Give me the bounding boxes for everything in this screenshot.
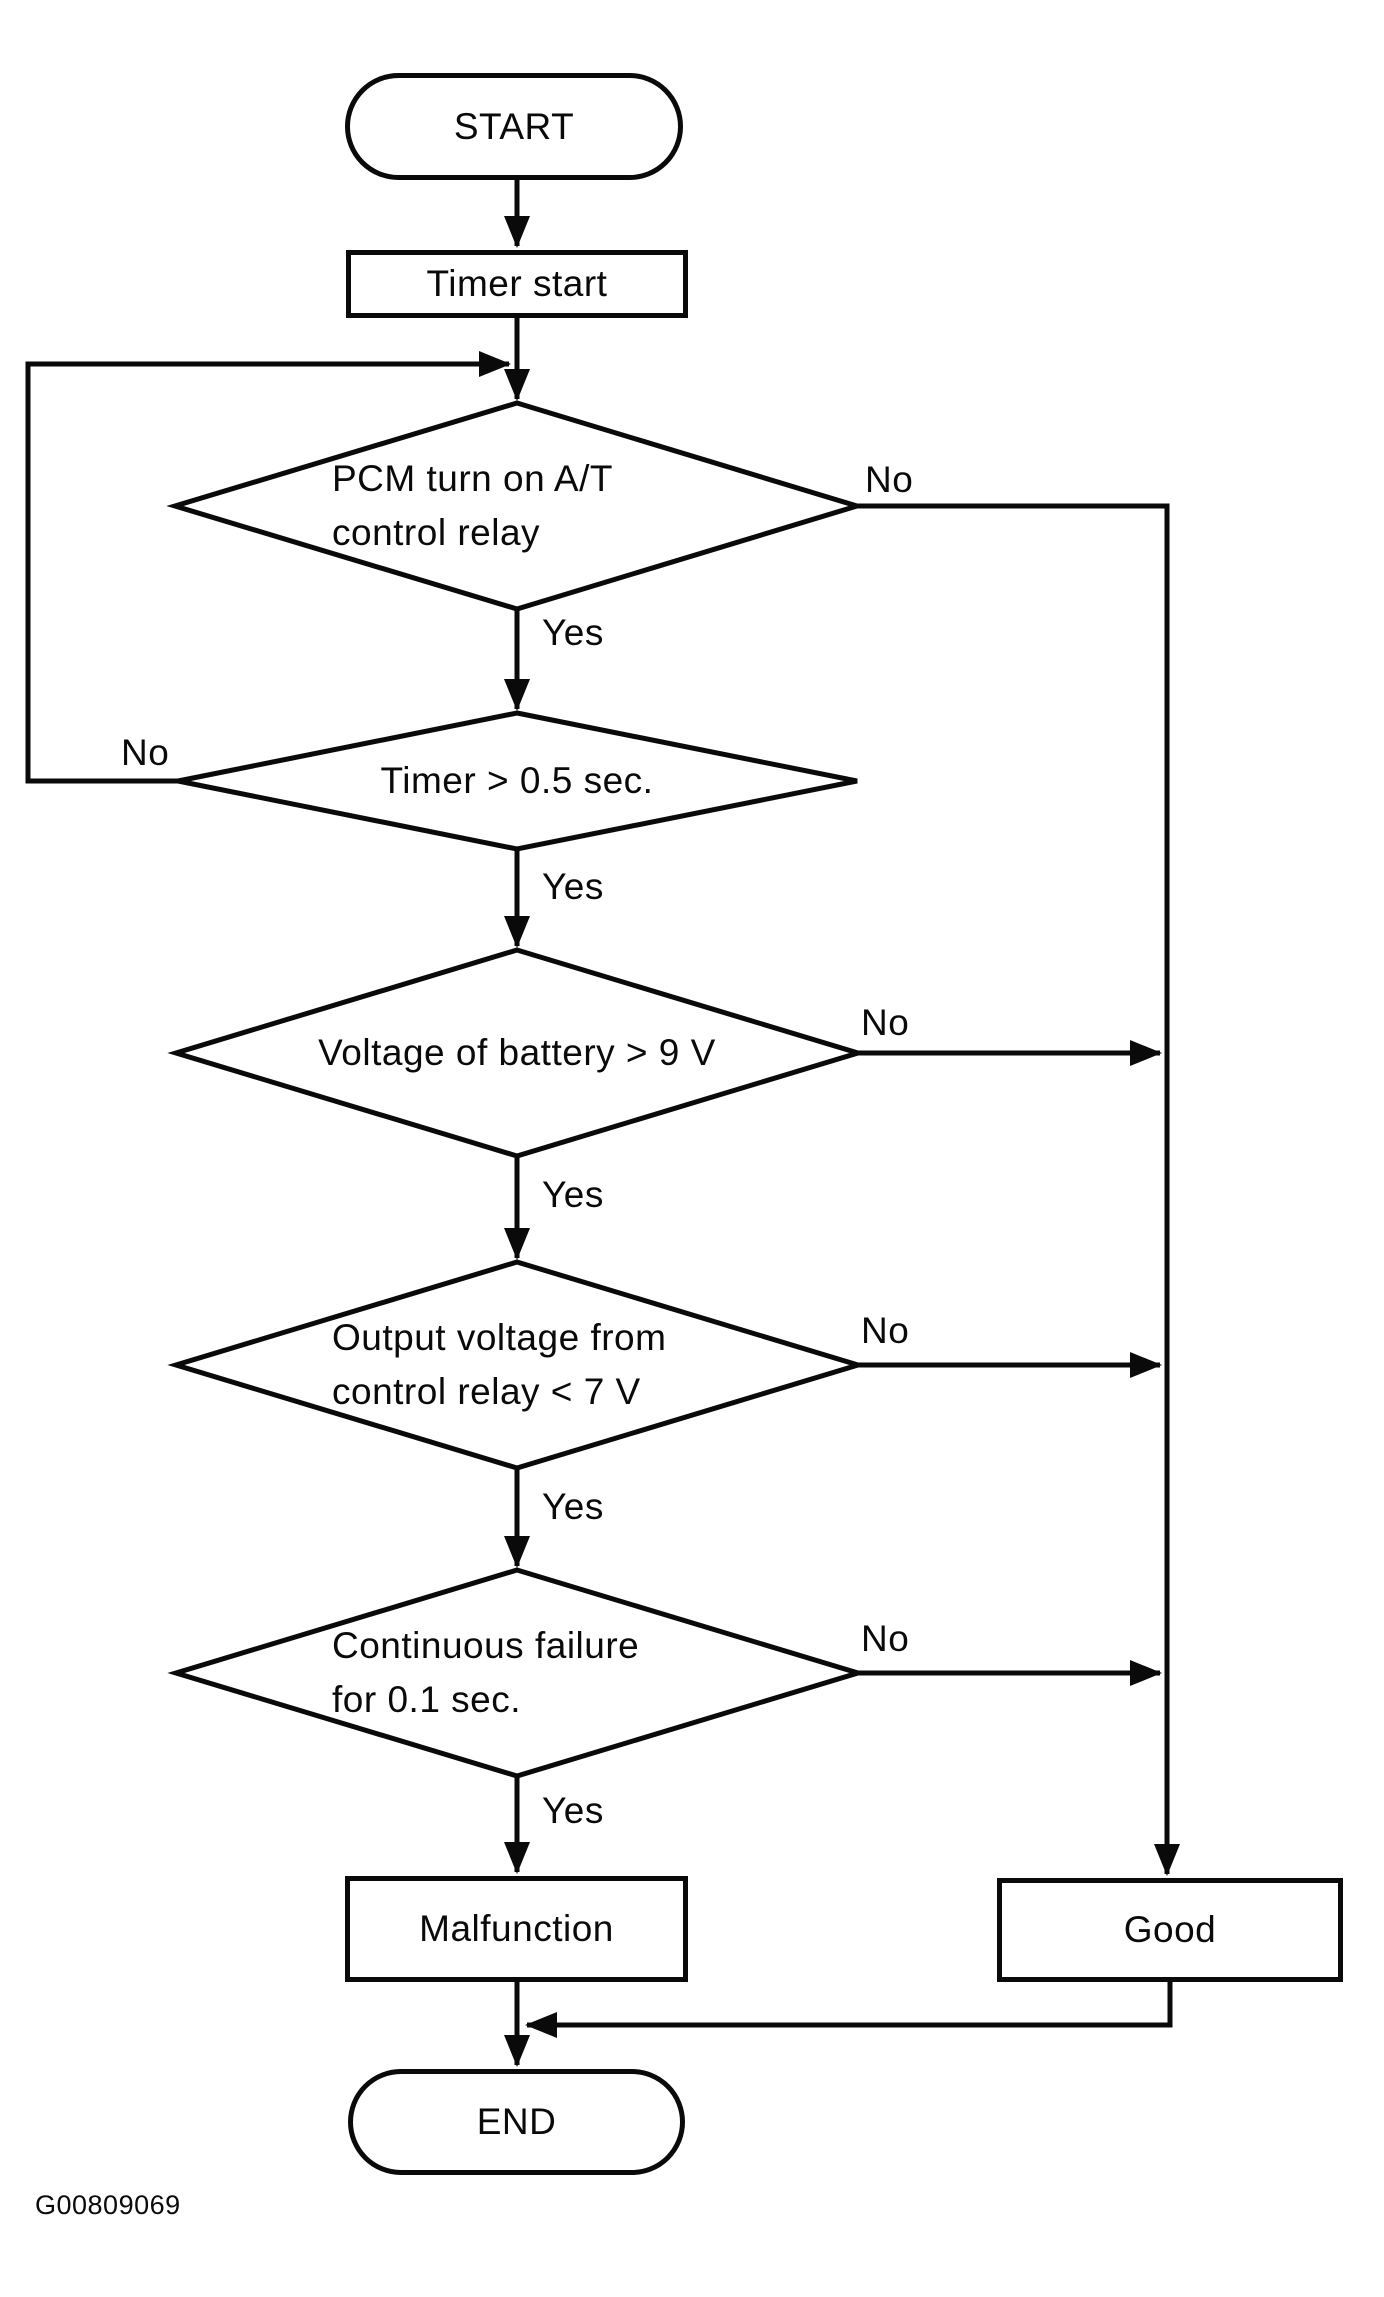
decision-output-voltage-shape bbox=[167, 1259, 867, 1471]
end-node: END bbox=[348, 2069, 685, 2175]
good-node: Good bbox=[997, 1878, 1343, 1982]
decision-output-voltage-line1: Output voltage from bbox=[332, 1317, 667, 1358]
connector-timer-no-loop bbox=[25, 351, 511, 784]
decision-pcm-relay-line1: PCM turn on A/T bbox=[332, 458, 613, 499]
decision-continuous-failure-label: Continuous failure for 0.1 sec. bbox=[332, 1619, 639, 1727]
figure-id: G00809069 bbox=[35, 2190, 181, 2220]
no-label-3: No bbox=[861, 1002, 910, 1043]
decision-continuous-failure-shape bbox=[167, 1567, 867, 1779]
timer-start-node: Timer start bbox=[346, 250, 688, 318]
decision-timer-label: Timer > 0.5 sec. bbox=[380, 760, 654, 801]
decision-continuous-failure-line1: Continuous failure bbox=[332, 1625, 640, 1666]
decision-pcm-relay-line2: control relay bbox=[332, 512, 541, 553]
malfunction-node: Malfunction bbox=[345, 1876, 688, 1982]
yes-label-3: Yes bbox=[542, 1174, 604, 1215]
decision-timer-shape bbox=[177, 710, 858, 852]
no-label-1: No bbox=[865, 459, 914, 500]
start-node: START bbox=[345, 73, 683, 180]
no-label-4: No bbox=[861, 1310, 910, 1351]
yes-label-1: Yes bbox=[542, 612, 604, 653]
decision-output-voltage-label: Output voltage from control relay < 7 V bbox=[332, 1311, 666, 1419]
decision-continuous-failure-line2: for 0.1 sec. bbox=[332, 1679, 522, 1720]
decision-battery-voltage-label: Voltage of battery > 9 V bbox=[318, 1032, 716, 1073]
decision-pcm-relay-label: PCM turn on A/T control relay bbox=[332, 452, 613, 560]
no-label-2: No bbox=[121, 732, 170, 773]
decision-battery-voltage-shape bbox=[167, 947, 867, 1159]
decision-pcm-relay-shape bbox=[166, 400, 866, 612]
yes-label-5: Yes bbox=[542, 1790, 604, 1831]
connector-pcm-no-rail-to-good bbox=[857, 503, 1180, 1876]
decision-output-voltage-line2: control relay < 7 V bbox=[332, 1371, 641, 1412]
connector-good-return-to-end bbox=[525, 1982, 1173, 2038]
yes-label-2: Yes bbox=[542, 866, 604, 907]
no-label-5: No bbox=[861, 1618, 910, 1659]
yes-label-4: Yes bbox=[542, 1486, 604, 1527]
